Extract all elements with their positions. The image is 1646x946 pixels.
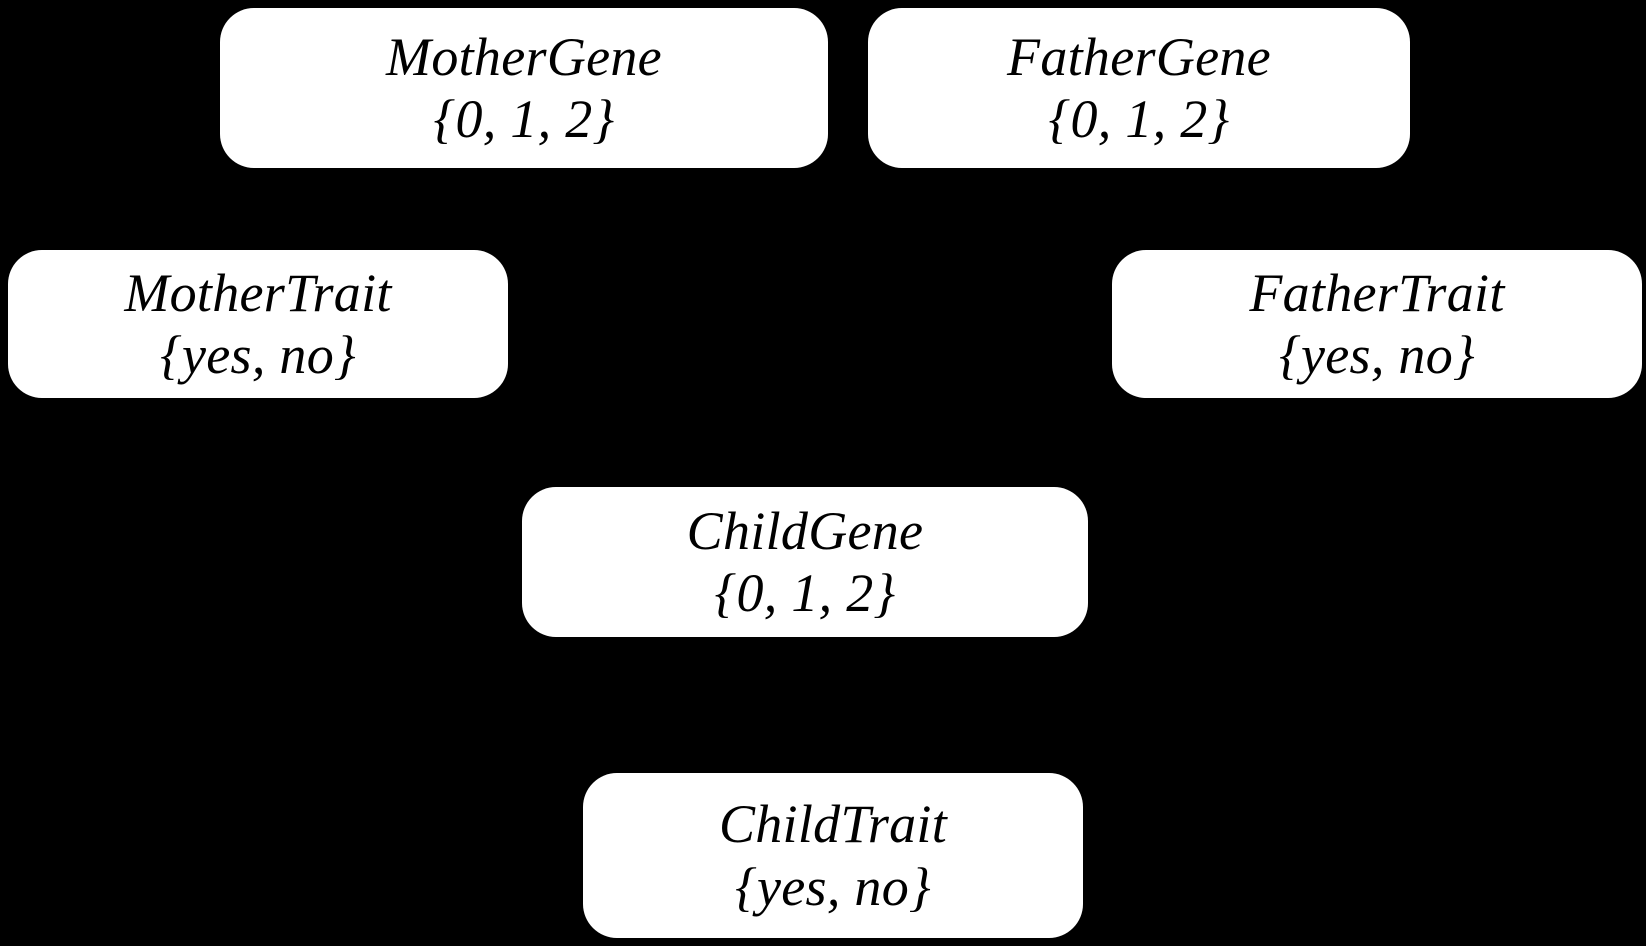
- node-father-gene[interactable]: FatherGene {0, 1, 2}: [868, 8, 1410, 168]
- node-child-trait-label: ChildTrait: [718, 794, 948, 855]
- node-child-trait-domain: {yes, no}: [735, 856, 931, 917]
- node-mother-gene-domain: {0, 1, 2}: [433, 89, 615, 149]
- node-father-trait-domain: {yes, no}: [1279, 325, 1475, 385]
- node-child-gene-label: ChildGene: [686, 500, 924, 561]
- node-mother-gene[interactable]: MotherGene {0, 1, 2}: [220, 8, 828, 168]
- node-child-trait[interactable]: ChildTrait {yes, no}: [583, 773, 1083, 938]
- node-mother-gene-label: MotherGene: [386, 26, 662, 87]
- node-father-gene-domain: {0, 1, 2}: [1048, 89, 1230, 149]
- node-child-gene-domain: {0, 1, 2}: [714, 563, 896, 623]
- node-child-gene[interactable]: ChildGene {0, 1, 2}: [522, 487, 1088, 637]
- node-father-trait-label: FatherTrait: [1249, 262, 1505, 323]
- node-mother-trait[interactable]: MotherTrait {yes, no}: [8, 250, 508, 398]
- node-mother-trait-domain: {yes, no}: [160, 325, 356, 385]
- node-father-trait[interactable]: FatherTrait {yes, no}: [1112, 250, 1642, 398]
- node-father-gene-label: FatherGene: [1007, 26, 1271, 87]
- node-mother-trait-label: MotherTrait: [124, 262, 392, 323]
